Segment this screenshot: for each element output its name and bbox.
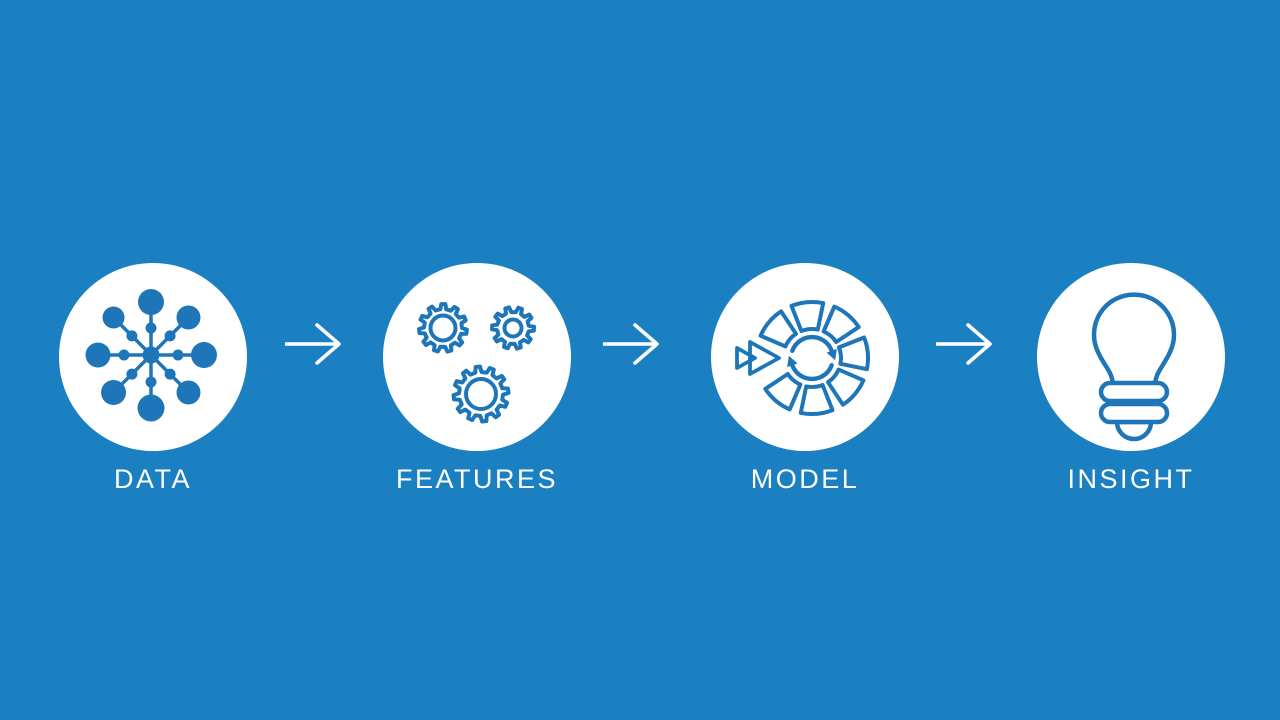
gears-icon [417,302,536,424]
step-label-model: MODEL [750,464,860,494]
step-label-insight: INSIGHT [1067,464,1195,494]
step-circle-model [711,263,899,451]
step-label-features: FEATURES [395,464,558,494]
data-network-icon [85,289,217,422]
lightbulb-icon [1091,292,1177,442]
model-cycle-icon [735,299,871,417]
step-circle-features [383,263,571,451]
arrow-right-icon [936,323,992,365]
step-circle-data [59,263,247,451]
step-label-data: DATA [113,464,192,494]
arrow-right-icon [603,323,659,365]
refresh-cycle-icon [787,334,837,382]
fast-forward-icon [735,340,781,376]
arrow-right-icon [285,323,341,365]
step-circle-insight [1037,263,1225,451]
